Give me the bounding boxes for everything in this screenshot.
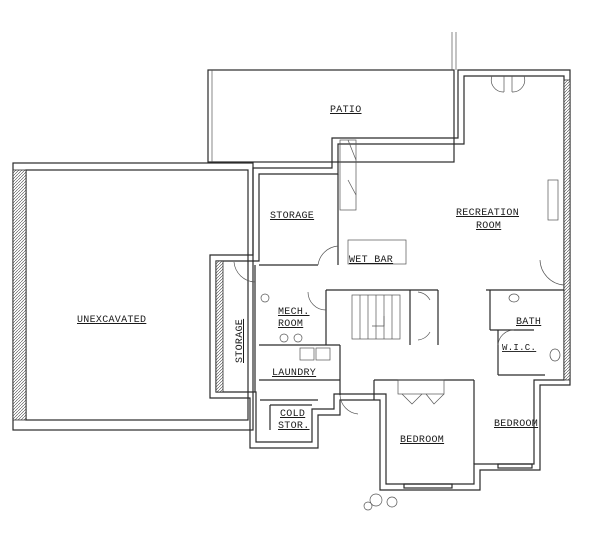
cold-storage-label-2: STOR. bbox=[278, 421, 310, 432]
mech-room-label-2: ROOM bbox=[278, 319, 303, 330]
mech-room-label: MECH. bbox=[278, 307, 310, 318]
laundry-label: LAUNDRY bbox=[272, 368, 316, 379]
bath-label: BATH bbox=[516, 317, 541, 328]
unexcavated-label: UNEXCAVATED bbox=[77, 315, 146, 326]
recreation-room-label: RECREATION bbox=[456, 208, 519, 219]
interior-walls bbox=[254, 174, 564, 464]
closet-doors bbox=[339, 139, 445, 405]
cold-storage-label: COLD bbox=[280, 409, 305, 420]
fixtures bbox=[260, 179, 561, 511]
wet-bar-label: WET BAR bbox=[349, 255, 393, 266]
storage-label: STORAGE bbox=[270, 211, 314, 222]
patio-label: PATIO bbox=[330, 105, 362, 116]
recreation-room-label-2: ROOM bbox=[476, 221, 501, 232]
unexcavated-area bbox=[12, 162, 254, 431]
bedroom-right-label: BEDROOM bbox=[494, 419, 538, 430]
door-swings bbox=[233, 75, 565, 415]
house-outline bbox=[209, 69, 571, 491]
storage-side-label: STORAGE bbox=[235, 319, 246, 363]
wic-label: W.I.C. bbox=[502, 343, 536, 353]
patio-outline bbox=[207, 32, 457, 163]
bedroom-left-label: BEDROOM bbox=[400, 435, 444, 446]
staircase bbox=[351, 294, 401, 340]
